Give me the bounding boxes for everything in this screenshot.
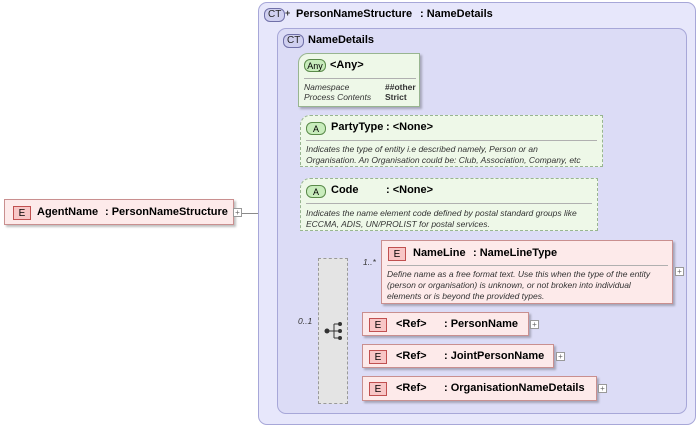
any-element-box[interactable]: Any <Any> Namespace ##other Process Cont… — [298, 53, 420, 107]
element-badge: E — [388, 247, 406, 261]
element-jointpersonname-box[interactable]: E <Ref> : JointPersonName — [362, 344, 554, 368]
attribute-type: : <None> — [386, 184, 434, 196]
element-badge: E — [369, 350, 387, 364]
choice-compositor[interactable] — [318, 258, 348, 404]
ct-inner-name: NameDetails — [308, 34, 375, 46]
attribute-code-box[interactable]: A Code : <None> Indicates the name eleme… — [300, 178, 598, 231]
attribute-name: PartyType — [331, 121, 384, 133]
any-badge: Any — [304, 59, 326, 72]
element-doc-line: elements or is beyond the provided types… — [387, 291, 545, 301]
attribute-badge: A — [306, 185, 326, 198]
divider — [304, 78, 416, 79]
any-prop-value: Strict — [385, 92, 407, 102]
extension-icon: + — [285, 8, 291, 18]
root-element-type: : PersonNameStructure — [105, 206, 228, 218]
choice-cardinality: 0..1 — [298, 316, 313, 326]
expand-icon[interactable]: + — [530, 320, 539, 329]
attribute-name: Code — [331, 184, 359, 196]
element-ref: <Ref> — [396, 382, 427, 394]
element-cardinality: 1..* — [363, 257, 376, 267]
attribute-doc-line: Organisation. An Organisation could be: … — [306, 155, 581, 165]
element-type: : OrganisationNameDetails — [444, 382, 585, 394]
divider — [306, 140, 597, 141]
element-badge: E — [369, 318, 387, 332]
connector — [241, 213, 258, 214]
element-badge: E — [13, 206, 31, 220]
ct-badge: CT — [264, 8, 286, 22]
choice-icon — [324, 322, 342, 340]
any-prop-key: Process Contents — [304, 92, 372, 102]
attribute-doc-line: Indicates the name element code defined … — [306, 208, 577, 218]
expand-icon[interactable]: + — [598, 384, 607, 393]
attribute-doc-line: Indicates the type of entity i.e describ… — [306, 144, 538, 154]
attribute-doc-line: ECCMA, ADIS, UN/PROLIST for postal servi… — [306, 219, 490, 229]
element-type: : JointPersonName — [444, 350, 545, 362]
attribute-badge: A — [306, 122, 326, 135]
element-doc-line: (person or organisation) is unknown, or … — [387, 280, 631, 290]
element-ref: <Ref> — [396, 318, 427, 330]
attribute-type: : <None> — [386, 121, 434, 133]
root-element-name: AgentName — [37, 206, 99, 218]
element-personname-box[interactable]: E <Ref> : PersonName — [362, 312, 529, 336]
element-ref: <Ref> — [396, 350, 427, 362]
ct-badge: CT — [283, 34, 305, 48]
divider — [306, 203, 592, 204]
element-type: : PersonName — [444, 318, 518, 330]
expand-icon[interactable]: + — [556, 352, 565, 361]
divider — [387, 265, 668, 266]
element-organisationnamedetails-box[interactable]: E <Ref> : OrganisationNameDetails — [362, 376, 597, 401]
any-prop-value: ##other — [385, 82, 416, 92]
element-badge: E — [369, 382, 387, 396]
ct-outer-name: PersonNameStructure — [296, 8, 413, 20]
element-name: NameLine — [413, 247, 466, 259]
attribute-partytype-box[interactable]: A PartyType : <None> Indicates the type … — [300, 115, 603, 167]
element-nameline-box[interactable]: E NameLine : NameLineType Define name as… — [381, 240, 673, 304]
any-label: <Any> — [330, 59, 364, 71]
any-prop-key: Namespace — [304, 82, 350, 92]
element-type: : NameLineType — [473, 247, 558, 259]
element-doc-line: Define name as a free format text. Use t… — [387, 269, 651, 279]
root-element-box[interactable]: E AgentName : PersonNameStructure — [4, 199, 234, 225]
ct-outer-base: : NameDetails — [420, 8, 493, 20]
expand-icon[interactable]: + — [675, 267, 684, 276]
expand-icon[interactable]: + — [233, 208, 242, 217]
